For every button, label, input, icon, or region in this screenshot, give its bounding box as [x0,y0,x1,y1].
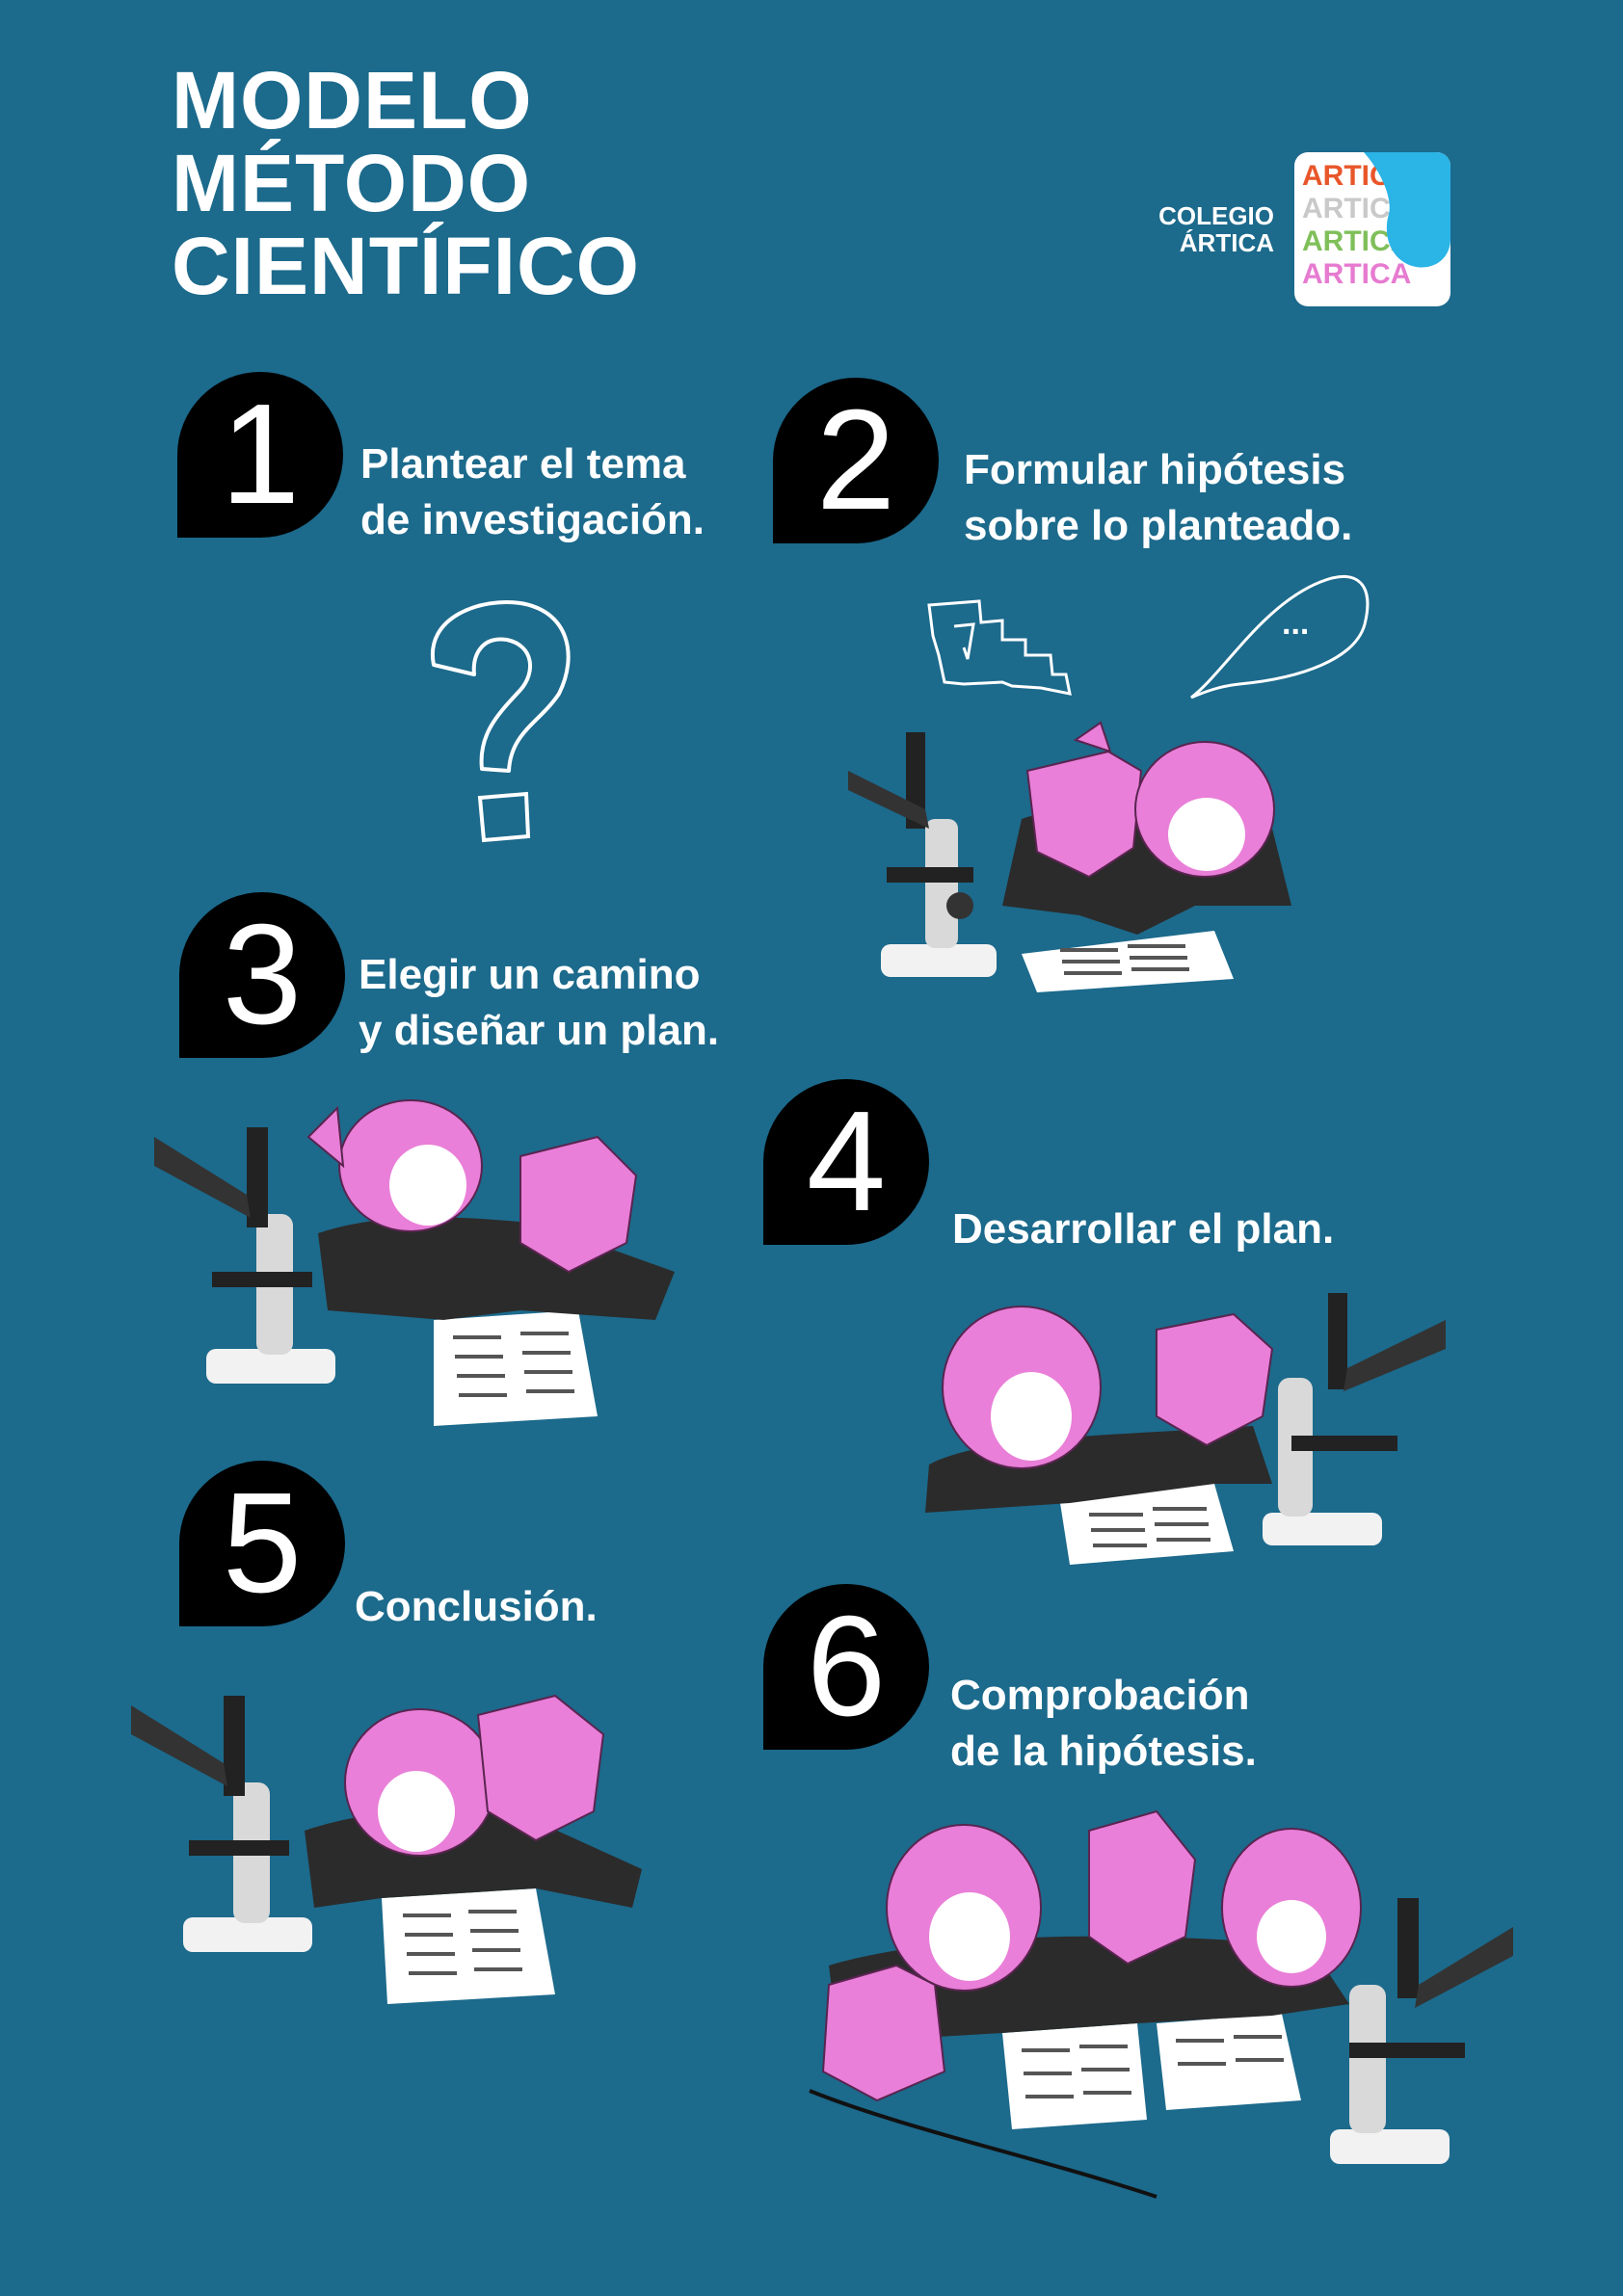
step-2-line-2: sobre lo planteado. [964,502,1353,549]
logo-word-4: ARTICA [1302,258,1412,290]
title-line-3: CIENTÍFICO [172,221,640,311]
thought-bubble-icon [1190,575,1370,699]
scene-step-6 [809,1809,1513,2199]
brand-line-2: ÁRTICA [1179,228,1274,257]
step-4-badge: 4 [763,1079,929,1245]
step-5-badge: 5 [179,1461,345,1626]
scene-step-5 [131,1694,642,2004]
question-mark-icon [430,600,571,843]
water-drop-icon [1364,152,1450,268]
step-1-line-2: de investigación. [360,496,705,543]
step-6-line-1: Comprobación [950,1672,1250,1719]
step-5-line-1: Conclusión. [355,1583,598,1630]
step-3-badge: 3 [179,892,345,1058]
microscope-icon [131,1696,312,1952]
step-1-line-1: Plantear el tema [360,440,686,488]
step-2-line-1: Formular hipótesis [964,446,1346,493]
step-3-line-1: Elegir un camino [359,951,701,998]
step-6-badge: 6 [763,1584,929,1750]
brand-line-1: COLEGIO [1158,201,1274,230]
microscope-icon [154,1127,335,1384]
step-4-line-1: Desarrollar el plan. [952,1205,1335,1253]
microscope-icon [1330,1898,1513,2164]
title-line-2: MÉTODO [172,138,532,228]
scene-step-4 [925,1293,1446,1565]
microscope-icon [848,732,997,977]
step-2-badge: 2 [773,378,939,543]
speech-bubble-icon [927,599,1072,696]
step-1-badge: 1 [177,372,343,538]
scene-step-2 [848,721,1291,992]
colegio-artica-logo: ARTICA ARTICA ARTICA ARTICA [1294,152,1450,306]
title-line-1: MODELO [172,55,533,145]
step-6-line-2: de la hipótesis. [950,1728,1257,1775]
scene-step-3 [154,1099,675,1426]
microscope-icon [1263,1293,1446,1545]
step-3-line-2: y diseñar un plan. [359,1007,720,1054]
thought-bubble-text: ... [1282,605,1310,642]
